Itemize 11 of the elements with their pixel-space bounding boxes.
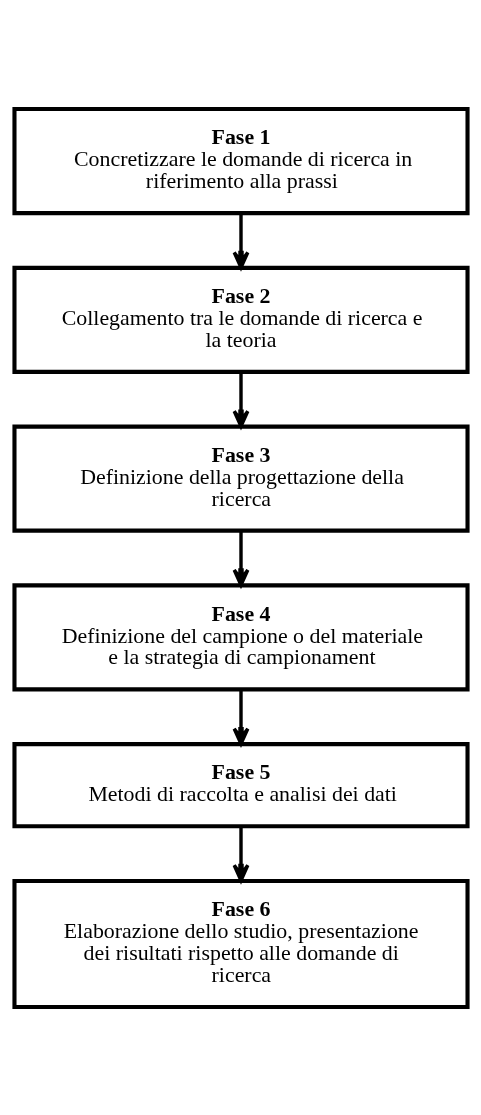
arrow bbox=[232, 689, 249, 746]
arrow bbox=[232, 371, 249, 428]
node-box: Fase 1 Concretizzare le domande di ricerca in riferimento alla prassi bbox=[11, 106, 470, 215]
arrow bbox=[232, 212, 249, 269]
arrow bbox=[232, 825, 249, 882]
node-box: Fase 3 Definizione della progettazione della ricerca bbox=[11, 424, 470, 533]
node-box: Fase 5 Metodi di raccolta e analisi dei dati bbox=[11, 741, 470, 828]
node-box: Fase 6 Elaborazione dello studio, presentazione dei risultati rispetto alle domande di ricerca bbox=[11, 878, 470, 1009]
node-box: Fase 4 Definizione del campione o del materiale e la strategia di campionament bbox=[11, 582, 470, 691]
node-box: Fase 2 Collegamento tra le domande di ricerca e la teoria bbox=[11, 265, 470, 374]
arrow bbox=[232, 530, 249, 587]
